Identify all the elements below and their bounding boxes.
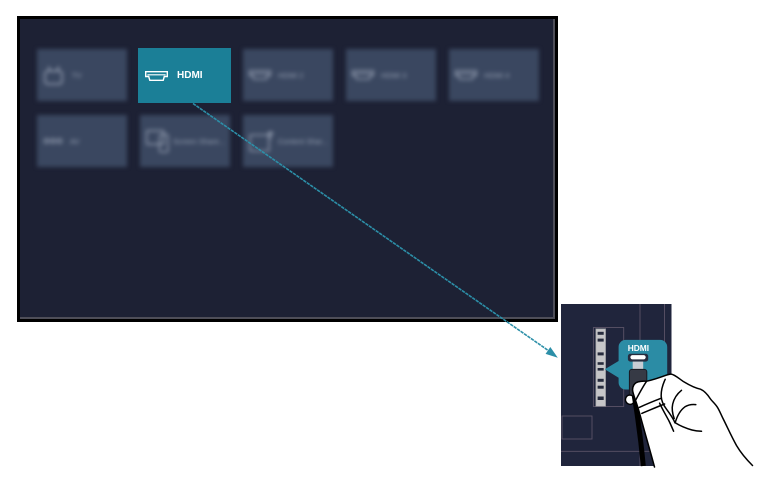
svg-text:HDMI: HDMI [628, 343, 649, 353]
